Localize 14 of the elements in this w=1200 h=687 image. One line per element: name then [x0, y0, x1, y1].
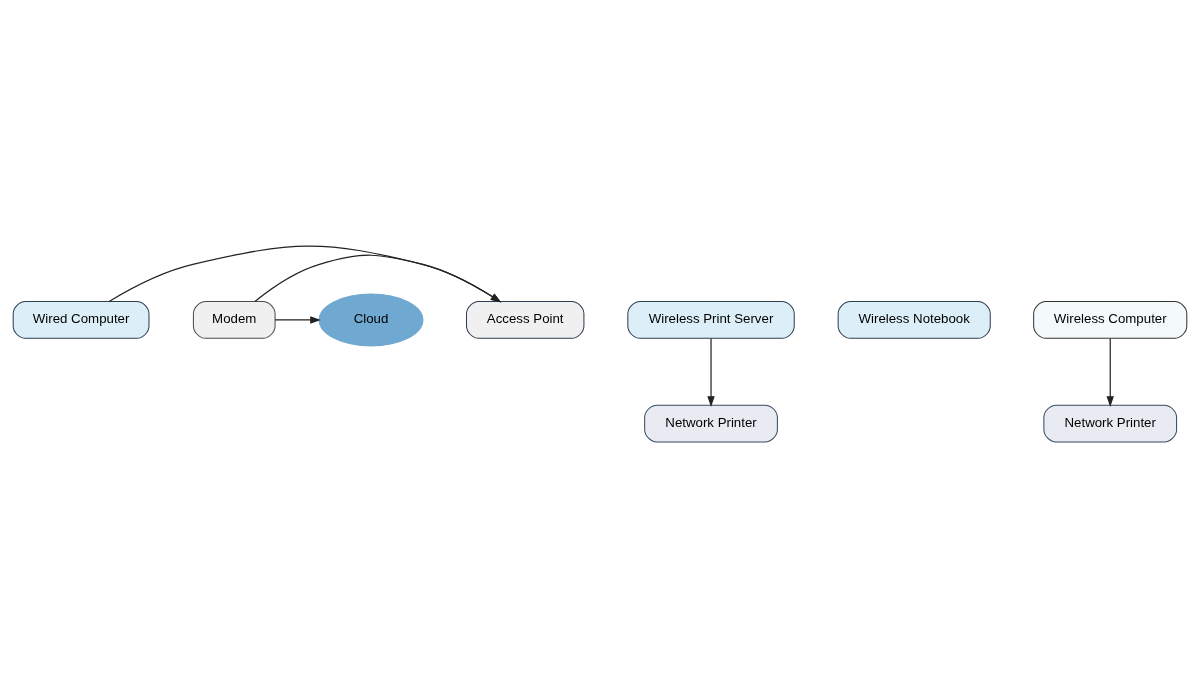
arrow [707, 337, 715, 407]
node-ellipse: Cloud [318, 293, 424, 346]
arrow [254, 254, 502, 302]
node-box: Network Printer [644, 404, 778, 442]
arrow [274, 315, 321, 324]
arrow [108, 245, 502, 302]
node-box: Wireless Computer [1033, 300, 1188, 339]
node-box: Wired Computer [12, 300, 150, 339]
node-box: Modem [192, 300, 276, 339]
node-box: Network Printer [1043, 404, 1178, 442]
node-box: Wireless Print Server [627, 300, 795, 339]
node-box: Wireless Notebook [837, 300, 991, 339]
node-box: Access Point [466, 300, 585, 339]
arrow [1106, 337, 1114, 407]
